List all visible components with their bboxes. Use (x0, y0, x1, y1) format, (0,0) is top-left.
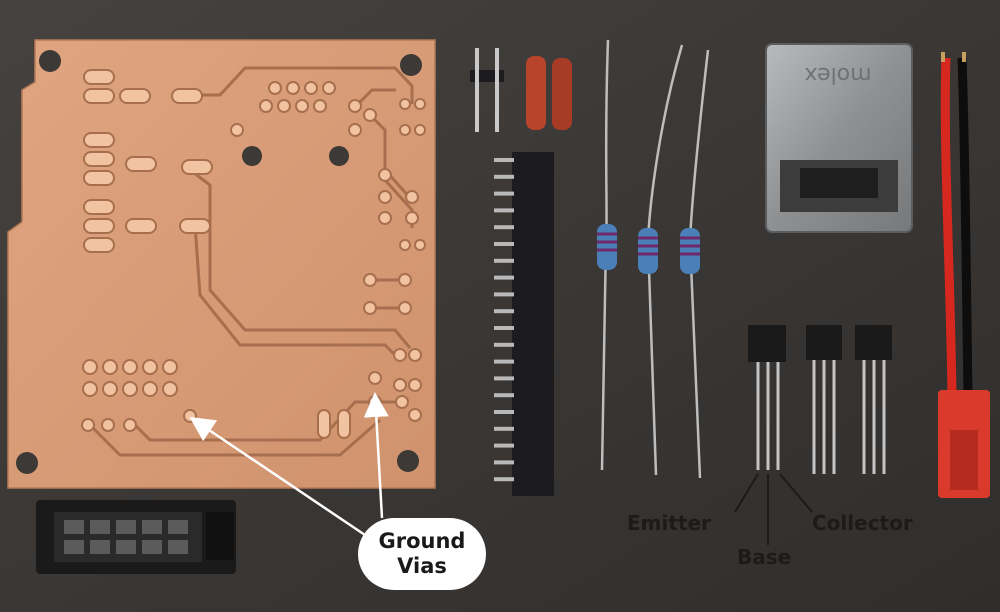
header-pin (494, 443, 514, 448)
resistors (597, 39, 710, 479)
header-pin (494, 460, 514, 465)
rj45-jack: molex (765, 43, 913, 233)
collector-label: Collector (812, 511, 913, 535)
header-pin (494, 342, 514, 347)
pcb-round-pads (81, 81, 426, 432)
ground-via-arrows (189, 392, 389, 537)
header-pin (494, 158, 514, 162)
transistor-2 (806, 325, 842, 474)
header-pin (494, 359, 514, 364)
mounting-hole (329, 146, 349, 166)
header-pin (494, 191, 514, 196)
mounting-hole (242, 146, 262, 166)
header-pin (494, 208, 514, 213)
ground-vias-line2: Vias (397, 554, 447, 578)
pin-label-lines (734, 473, 813, 545)
transistors (748, 325, 892, 474)
header-pin (494, 258, 514, 263)
ground-vias-line1: Ground (378, 529, 466, 553)
header-pin (494, 225, 514, 230)
header-pin (494, 326, 514, 330)
battery-wires (938, 52, 990, 498)
mounting-hole (16, 452, 38, 474)
mounting-hole (39, 50, 61, 72)
resistor (638, 228, 658, 274)
heat-shrink-tubes (526, 56, 572, 130)
mounting-hole (397, 450, 419, 472)
pcb-pads (83, 69, 213, 253)
emitter-label: Emitter (627, 511, 711, 535)
base-label: Base (737, 545, 792, 569)
molex-logo: molex (804, 62, 871, 87)
resistor (680, 228, 700, 274)
transistor-1 (748, 325, 786, 470)
header-pin (494, 309, 514, 314)
header-pin (494, 393, 514, 398)
pcb-board (7, 39, 436, 489)
resistor (597, 224, 617, 270)
header-pin (494, 426, 514, 431)
box-header-connector (36, 500, 236, 574)
header-pin (494, 292, 514, 297)
header-pin (494, 410, 514, 414)
header-pin (494, 242, 514, 246)
header-pin (494, 275, 514, 280)
female-header-2x20 (494, 152, 554, 496)
header-pin (494, 376, 514, 381)
pin-header-2x1 (470, 48, 504, 132)
header-pin (494, 477, 514, 482)
mounting-hole (400, 54, 422, 76)
pcb-header-pads (82, 359, 178, 397)
ground-vias-callout: Ground Vias (358, 518, 486, 590)
transistor-3 (855, 325, 892, 474)
header-pin (494, 174, 514, 179)
